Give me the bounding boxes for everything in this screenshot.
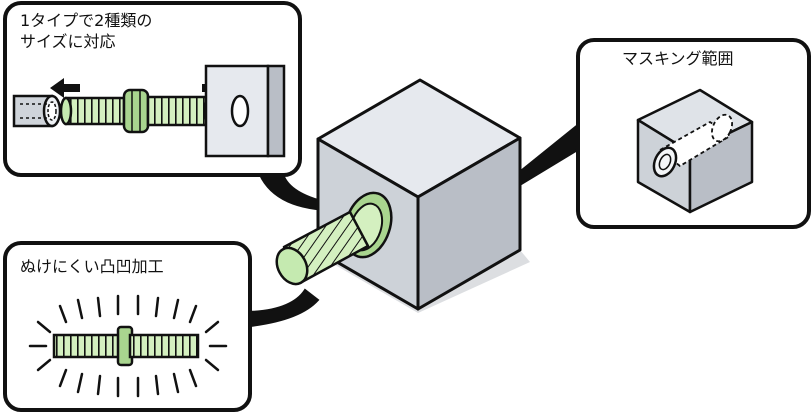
callout-masking-label: マスキング範囲 bbox=[622, 49, 734, 68]
callout-tails bbox=[249, 117, 585, 328]
callout-dual-type-line2: サイズに対応 bbox=[20, 32, 116, 51]
ridged-plug-illustration bbox=[52, 325, 200, 367]
arrow-left-icon bbox=[50, 78, 80, 98]
callout-dual-type-text: 1タイプで2種類の サイズに対応 bbox=[20, 10, 152, 52]
masking-plug bbox=[275, 191, 393, 286]
threaded-hole-icon bbox=[652, 146, 678, 178]
cube-side-face bbox=[416, 136, 522, 311]
small-tube-illustration bbox=[12, 94, 62, 128]
emphasis-burst-icon bbox=[28, 294, 228, 398]
callout-grip-label: ぬけにくい凸凹加工 bbox=[20, 257, 164, 276]
block-with-hole-illustration bbox=[204, 64, 286, 158]
callout-dual-type-line1: 1タイプで2種類の bbox=[20, 11, 153, 30]
callout-dual-type bbox=[3, 1, 302, 177]
masked-part-illustration bbox=[275, 78, 530, 313]
tail-masking bbox=[510, 117, 585, 188]
callout-grip bbox=[3, 241, 252, 412]
double-ended-plug bbox=[59, 88, 217, 134]
callout-masking bbox=[576, 38, 811, 229]
tail-grip bbox=[249, 288, 320, 328]
